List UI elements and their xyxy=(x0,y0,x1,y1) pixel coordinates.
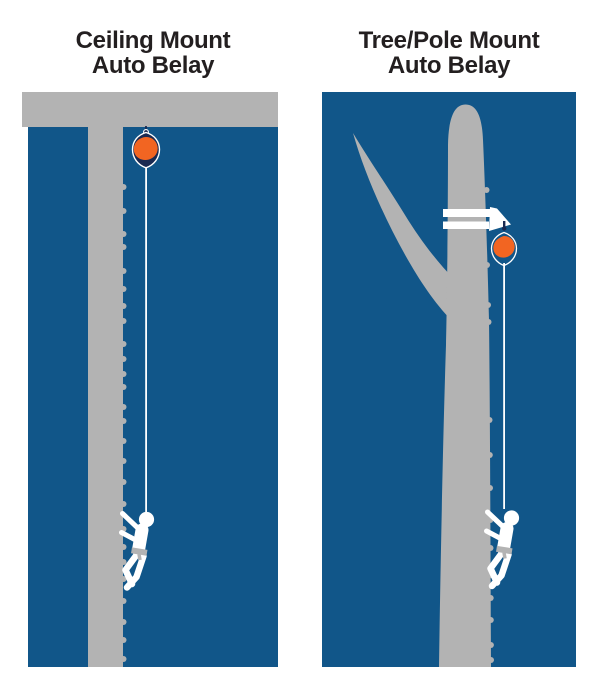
left-panel-title: Ceiling Mount Auto Belay xyxy=(28,28,278,78)
climbing-wall-column xyxy=(88,126,123,667)
tree-branch xyxy=(353,133,455,324)
belay-rope xyxy=(145,165,147,512)
tree-trunk xyxy=(439,104,491,667)
left-title-line1: Ceiling Mount xyxy=(75,27,231,54)
tree-pole-mount-diagram xyxy=(322,92,576,667)
right-title-line2: Auto Belay xyxy=(387,52,511,79)
right-title-line1: Tree/Pole Mount xyxy=(358,27,540,54)
auto-belay-device-icon xyxy=(131,126,161,169)
left-panel-background xyxy=(28,92,278,667)
ceiling xyxy=(22,92,278,127)
right-panel-title: Tree/Pole Mount Auto Belay xyxy=(322,28,576,78)
left-title-line2: Auto Belay xyxy=(91,52,215,79)
bark-bumps xyxy=(483,187,494,663)
ceiling-mount-diagram xyxy=(22,92,278,667)
mounting-strap xyxy=(443,207,511,231)
belay-rope xyxy=(503,263,505,509)
auto-belay-device-icon xyxy=(490,221,518,267)
climbing-holds xyxy=(120,184,127,662)
